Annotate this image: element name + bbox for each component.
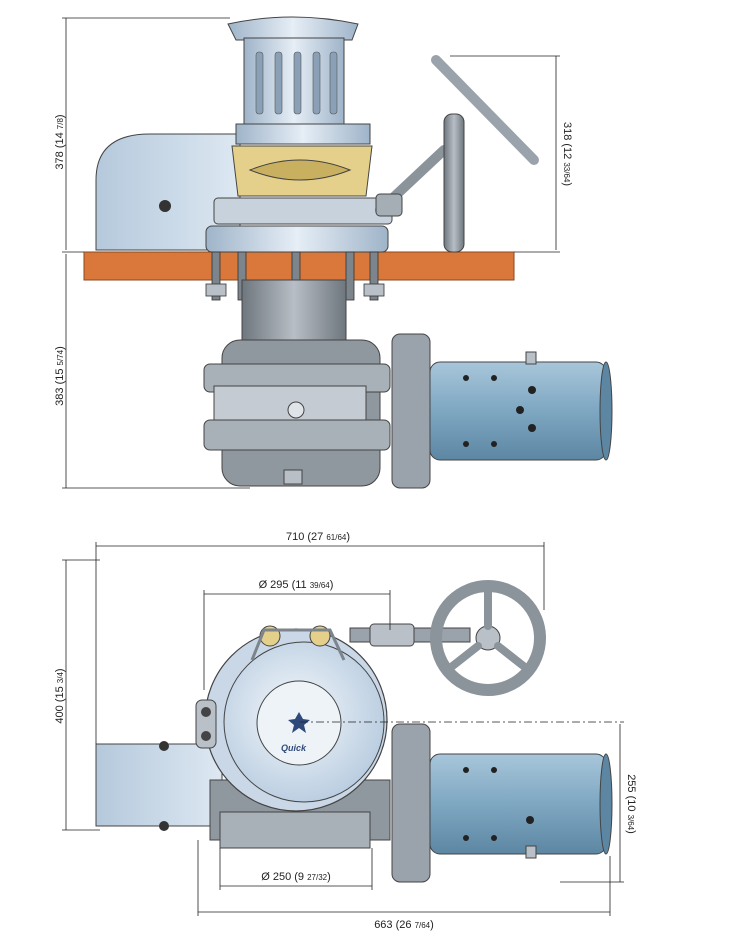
top-motor-breather bbox=[525, 845, 537, 859]
capstan-collar bbox=[235, 123, 371, 145]
brand-logo: Quick bbox=[281, 743, 307, 753]
motor-end-cap bbox=[599, 361, 613, 461]
side-dimension-lines bbox=[62, 17, 560, 489]
stud-nuts bbox=[205, 283, 385, 297]
top-dimension-lines bbox=[62, 542, 624, 916]
dim-side-top-height: 378 (14 7/8) bbox=[54, 114, 66, 169]
gearbox-pin bbox=[287, 401, 305, 419]
side-view bbox=[83, 16, 613, 489]
deck-studs bbox=[211, 251, 379, 301]
hand-wheel-spokes bbox=[446, 586, 530, 672]
dim-side-right-height: 318 (12 33/64) bbox=[561, 122, 573, 186]
dim-top-right-height: 255 (10 3/64) bbox=[625, 774, 637, 834]
dim-top-base-diameter: Ø 250 (9 27/32) bbox=[261, 871, 331, 883]
top-motor-body bbox=[429, 753, 607, 855]
dim-top-overall-width: 710 (27 61/64) bbox=[286, 531, 350, 543]
wheel-coupling bbox=[369, 623, 415, 647]
dim-side-bottom-height: 383 (15 5/74) bbox=[54, 346, 66, 406]
gypsy-groove bbox=[248, 159, 352, 181]
capstan-top bbox=[227, 16, 359, 41]
cap-star-icon bbox=[288, 712, 310, 733]
base-plate bbox=[213, 197, 393, 225]
top-view: Quick bbox=[95, 580, 613, 883]
motor-terminals bbox=[463, 375, 536, 447]
hood-bolt bbox=[159, 200, 171, 212]
top-motor-end-cap bbox=[599, 753, 613, 855]
column bbox=[241, 279, 347, 343]
motor-flange bbox=[391, 333, 431, 489]
dim-top-drum-diameter: Ø 295 (11 39/64) bbox=[259, 579, 334, 591]
handle-lever bbox=[431, 55, 539, 165]
motor-breather bbox=[525, 351, 537, 365]
top-motor-terminals bbox=[463, 767, 534, 841]
gearbox-band-bottom bbox=[203, 419, 391, 451]
top-motor-flange bbox=[391, 723, 431, 883]
dim-top-overall-height: 400 (15 3/4) bbox=[54, 668, 66, 723]
capstan-flutes bbox=[255, 51, 338, 115]
handle-post bbox=[443, 113, 465, 253]
top-base bbox=[219, 811, 371, 849]
base-flange bbox=[205, 225, 389, 253]
universal-joint bbox=[375, 193, 403, 217]
hood bbox=[95, 133, 241, 251]
gypsy-yoke bbox=[250, 628, 346, 661]
gearbox-foot bbox=[283, 469, 303, 485]
hawse-pipe bbox=[95, 743, 223, 827]
dim-top-bottom-width: 663 (26 7/64) bbox=[374, 919, 434, 931]
